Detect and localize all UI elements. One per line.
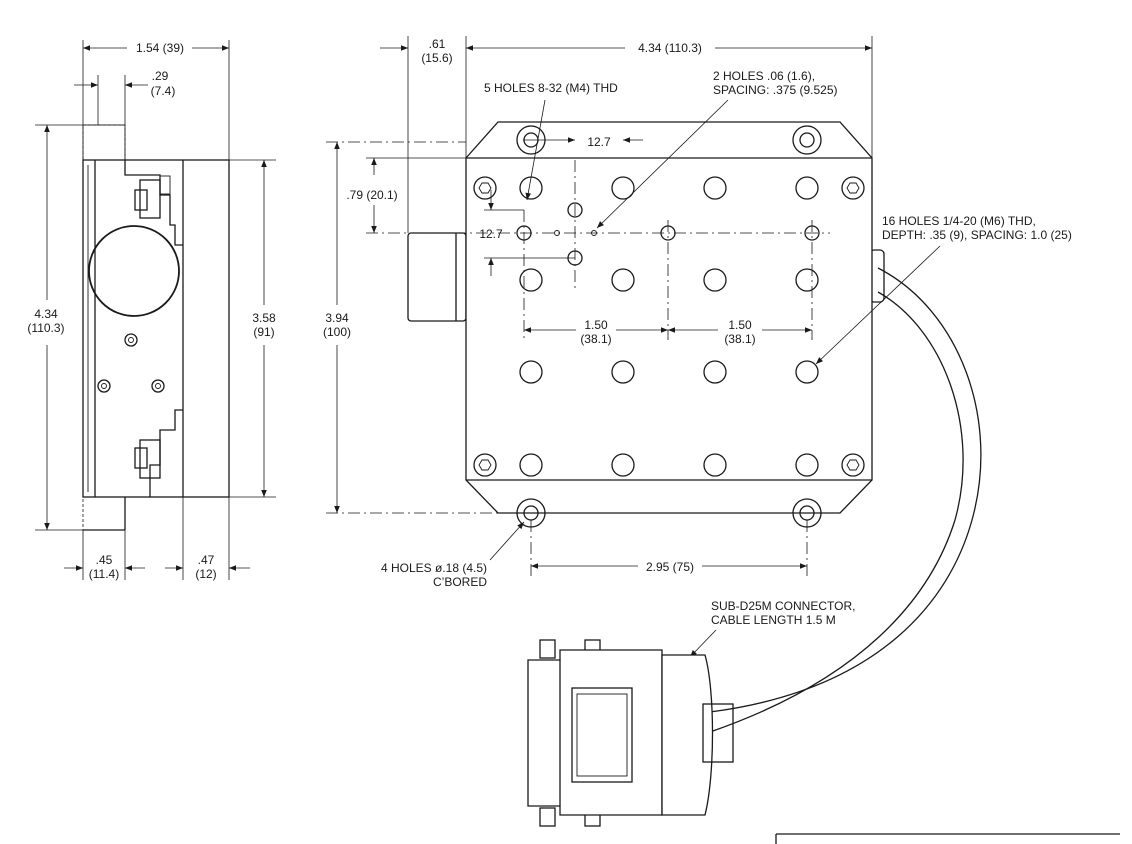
- callout-cbore-line2: C’BORED: [433, 575, 487, 589]
- dim-side-offset: .29: [152, 69, 169, 83]
- dim-side-offset-mm: (7.4): [151, 84, 176, 98]
- dim-center-offset: .79 (20.1): [346, 188, 397, 202]
- top-view: [326, 121, 982, 733]
- dim-top-height-mm: (100): [323, 325, 351, 339]
- callouts: 5 HOLES 8-32 (M4) THD 2 HOLES .06 (1.6),…: [381, 69, 1072, 658]
- dim-side-bottom-right-mm: (12): [195, 567, 216, 581]
- dim-pitch-b: 1.50: [728, 318, 752, 332]
- hole-grid: [519, 176, 819, 477]
- dim-side-inner-mm: (91): [253, 325, 274, 339]
- dim-motor-offset: .61: [429, 37, 446, 51]
- callout-holes-06-line1: 2 HOLES .06 (1.6),: [713, 69, 815, 83]
- dim-side-width: 1.54 (39): [136, 41, 184, 55]
- callout-connector-line1: SUB-D25M CONNECTOR,: [711, 599, 855, 613]
- dim-side-inner: 3.58: [252, 311, 276, 325]
- top-view-dimensions: .61 (15.6) 4.34 (110.3) 12.7 12.7 .79 (2…: [323, 36, 873, 574]
- callout-holes-8-32: 5 HOLES 8-32 (M4) THD: [484, 81, 618, 95]
- callout-holes-06-line2: SPACING: .375 (9.525): [713, 83, 838, 97]
- dim-mount-spacing: 2.95 (75): [646, 560, 694, 574]
- dim-spacing-12-7-v: 12.7: [479, 227, 503, 241]
- callout-cbore-line1: 4 HOLES ø.18 (4.5): [381, 561, 487, 575]
- dim-pitch-b-mm: (38.1): [724, 332, 755, 346]
- dim-side-bottom-right: .47: [198, 553, 215, 567]
- dim-side-height: 4.34: [34, 307, 58, 321]
- dim-side-height-mm: (110.3): [27, 321, 64, 335]
- dim-top-width: 4.34 (110.3): [638, 41, 702, 55]
- dim-side-bottom-left: .45: [96, 553, 113, 567]
- callout-connector-line2: CABLE LENGTH 1.5 M: [711, 613, 836, 627]
- dim-pitch-a-mm: (38.1): [580, 332, 611, 346]
- dim-pitch-a: 1.50: [584, 318, 608, 332]
- dim-top-height: 3.94: [325, 311, 349, 325]
- callout-holes-1420-line2: DEPTH: .35 (9), SPACING: 1.0 (25): [882, 228, 1072, 242]
- side-view-dimensions: 1.54 (39) .29 (7.4) 4.34 (110.3) 3.58 (9…: [27, 40, 276, 581]
- dim-spacing-12-7-h: 12.7: [587, 135, 611, 149]
- sub-d25-connector: [527, 639, 734, 827]
- side-view: [82, 124, 230, 531]
- dim-side-bottom-left-mm: (11.4): [89, 567, 119, 581]
- dim-motor-offset-mm: (15.6): [421, 51, 452, 65]
- callout-holes-1420-line1: 16 HOLES 1/4-20 (M6) THD,: [882, 214, 1036, 228]
